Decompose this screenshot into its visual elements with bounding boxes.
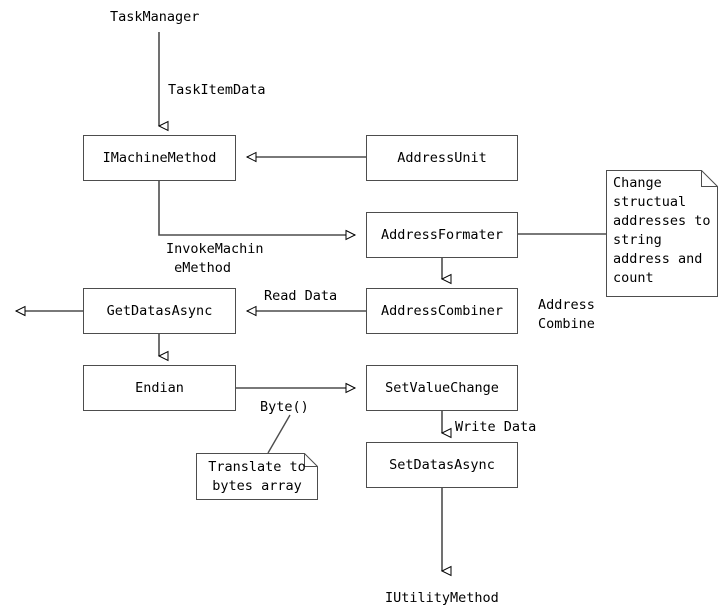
node-label: Endian bbox=[135, 380, 184, 396]
diagram-bottom-label: IUtilityMethod bbox=[385, 590, 499, 606]
note-translate-bytes-array: Translate to bytes array bbox=[196, 453, 318, 500]
node-label: SetValueChange bbox=[385, 380, 499, 396]
edge-label-byte-call: Byte() bbox=[260, 399, 309, 415]
node-label: SetDatasAsync bbox=[389, 457, 495, 473]
edge-label-readdata: Read Data bbox=[264, 288, 338, 304]
edge-label-addresscombine: Address Combine bbox=[538, 297, 595, 332]
node-addresscombiner[interactable]: AddressCombiner bbox=[366, 288, 518, 334]
note-shape bbox=[606, 170, 718, 297]
node-label: IMachineMethod bbox=[102, 150, 217, 166]
note-change-structual-addresses: Change structual addresses to string add… bbox=[606, 170, 718, 297]
node-label: GetDatasAsync bbox=[106, 303, 213, 319]
edge-label-taskitemdata: TaskItemData bbox=[168, 82, 266, 98]
note-anchor-translate-bytes bbox=[267, 414, 291, 454]
node-label: AddressCombiner bbox=[381, 303, 503, 319]
node-imachinemethod[interactable]: IMachineMethod bbox=[83, 135, 236, 181]
node-endian[interactable]: Endian bbox=[83, 365, 236, 411]
node-addressformater[interactable]: AddressFormater bbox=[366, 212, 518, 258]
diagram-top-label: TaskManager bbox=[110, 9, 200, 25]
node-setvaluechange[interactable]: SetValueChange bbox=[366, 365, 518, 411]
node-addressunit[interactable]: AddressUnit bbox=[366, 135, 518, 181]
node-getdatasasync[interactable]: GetDatasAsync bbox=[83, 288, 236, 334]
edge-label-writedata: Write Data bbox=[455, 419, 537, 435]
edge-label-invokemachinemethod: InvokeMachin eMethod bbox=[166, 241, 264, 276]
note-text: Translate to bytes array bbox=[208, 459, 314, 494]
node-setdatasasync[interactable]: SetDatasAsync bbox=[366, 442, 518, 488]
edge-imachinemethod-to-addressformater bbox=[158, 181, 357, 241]
note-text: Change structual addresses to string add… bbox=[613, 175, 711, 286]
node-label: AddressUnit bbox=[397, 150, 487, 166]
note-shape bbox=[196, 453, 318, 500]
node-label: AddressFormater bbox=[381, 227, 503, 243]
